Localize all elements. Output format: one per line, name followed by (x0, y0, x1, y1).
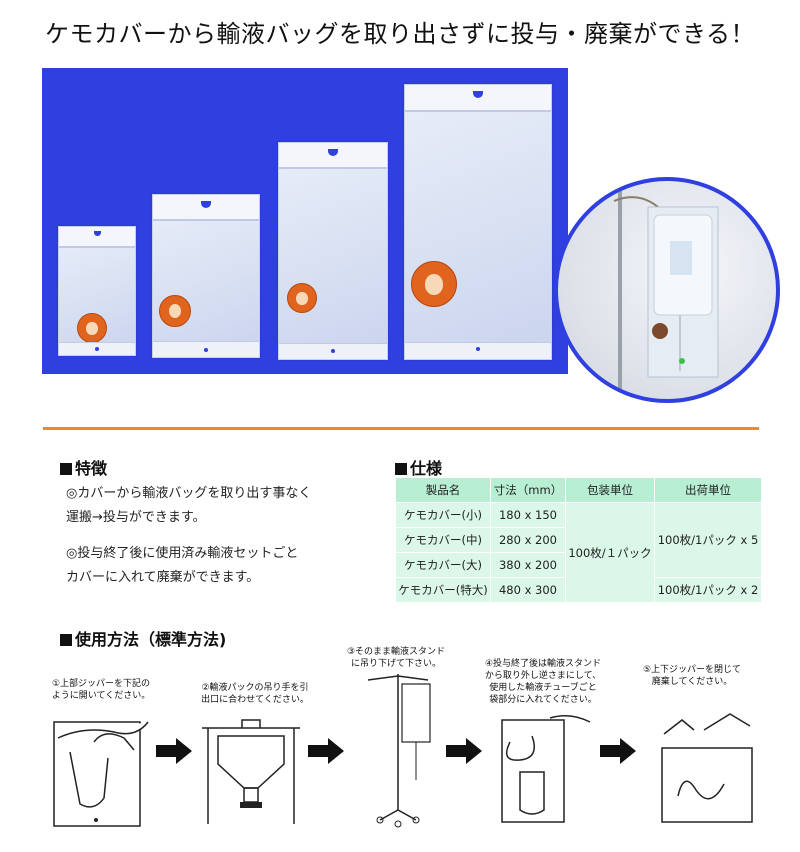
product-photo (42, 68, 568, 374)
feature-line: 運搬→投与ができます。 (66, 510, 206, 525)
shipping-unit-cell: 100枚/1パック x 5 (654, 502, 762, 578)
product-name-cell: ケモカバー(中) (395, 527, 491, 553)
arrow-right-icon (308, 738, 344, 764)
feature-list: ◎カバーから輸液バッグを取り出す事なく 運搬→投与ができます。 ◎投与終了後に使… (66, 482, 311, 590)
step-4-illustration (501, 715, 591, 823)
bullet-square-icon (60, 463, 72, 475)
step-1-text: ①上部ジッパーを下記の ように開いてください。 (51, 679, 151, 701)
bag-extra-large (404, 84, 552, 360)
step-5-text: ⑤上下ジッパーを閉じて 廃棄してください。 (642, 665, 742, 687)
bag-logo (411, 261, 457, 307)
table-row: ケモカバー(小) 180 x 150 100枚/１パック 100枚/1パック x… (395, 502, 762, 603)
table-header: 製品名 (395, 477, 491, 503)
section-divider (43, 427, 759, 430)
step-4-text: ④投与終了後は輸液スタンド から取り外し逆さまにして、 使用した輸液チューブごと… (484, 659, 602, 705)
product-name-cell: ケモカバー(大) (395, 552, 491, 578)
bag-small (58, 226, 136, 356)
bag-large (278, 142, 388, 360)
bullet-square-icon (395, 463, 407, 475)
arrow-right-icon (446, 738, 482, 764)
bag-logo (287, 283, 317, 313)
bullet-square-icon (60, 634, 72, 646)
table-header: 包装単位 (565, 477, 655, 503)
bag-logo (77, 313, 107, 343)
step-2-text: ②輸液パックの吊り手を引 出口に合わせてください。 (201, 683, 309, 705)
arrow-right-icon (600, 738, 636, 764)
table-row: ケモカバー(特大) 480 x 300 100枚/1パック x 2 (395, 577, 762, 603)
size-cell: 480 x 300 (490, 577, 566, 603)
size-cell: 280 x 200 (490, 527, 566, 553)
table-row: ケモカバー(中) 280 x 200 (395, 527, 762, 553)
size-cell: 180 x 150 (490, 502, 566, 528)
page-headline: ケモカバーから輸液バッグを取り出さずに投与・廃棄ができる！ (44, 20, 756, 48)
product-name-cell: ケモカバー(特大) (395, 577, 491, 603)
usage-heading: 使用方法（標準方法) (60, 626, 226, 650)
usage-photo-inset (554, 177, 780, 403)
feature-line: ◎カバーから輸液バッグを取り出す事なく (66, 486, 312, 501)
specs-heading: 仕様 (395, 455, 442, 479)
packing-unit-cell: 100枚/１パック (565, 502, 655, 603)
feature-line: ◎投与終了後に使用済み輸液セットごと (66, 546, 299, 561)
table-header-row: 製品名 寸法（mm） 包装単位 出荷単位 (395, 477, 762, 503)
features-heading: 特徴 (60, 455, 107, 479)
step-2-illustration (202, 719, 300, 824)
arrow-right-icon (156, 738, 192, 764)
feature-line: カバーに入れて廃棄ができます。 (66, 570, 260, 585)
bag-logo (159, 295, 191, 327)
product-name-cell: ケモカバー(小) (395, 502, 491, 528)
step-5-illustration (661, 713, 753, 823)
spec-table: 製品名 寸法（mm） 包装単位 出荷単位 ケモカバー(小) 180 x 150 … (395, 477, 762, 603)
size-cell: 380 x 200 (490, 552, 566, 578)
table-header: 出荷単位 (654, 477, 762, 503)
shipping-unit-cell: 100枚/1パック x 2 (654, 577, 762, 603)
step-3-illustration (367, 674, 431, 828)
table-header: 寸法（mm） (490, 477, 566, 503)
step-3-text: ③そのまま輸液スタンド に吊り下げて下さい。 (346, 647, 446, 669)
step-1-illustration (53, 721, 149, 827)
bag-medium (152, 194, 260, 358)
